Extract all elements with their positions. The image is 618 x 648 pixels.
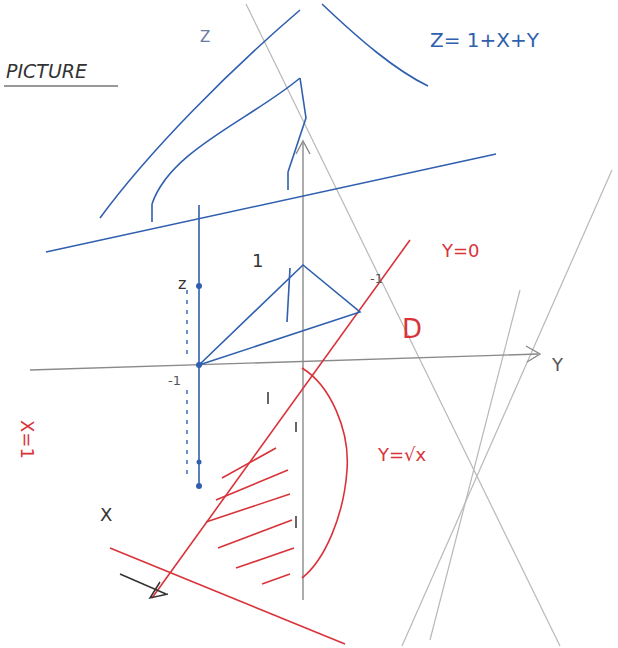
tick-label: -1 [168,374,181,387]
surface-equation: Z= 1+X+Y [430,30,539,50]
boundary-label: X=1 [18,420,36,459]
region-label: D [402,316,422,342]
boundary-label: Y=0 [442,242,480,260]
axis-label: X [100,506,112,524]
height-label: z [178,276,186,292]
boundary-label: Y=√x [378,446,426,464]
title-label: PICTURE [6,62,87,81]
axis-label: Y [552,356,563,374]
height-label: Z [200,30,210,45]
tick-label: -1 [370,272,383,285]
unit-label: 1 [252,252,263,270]
